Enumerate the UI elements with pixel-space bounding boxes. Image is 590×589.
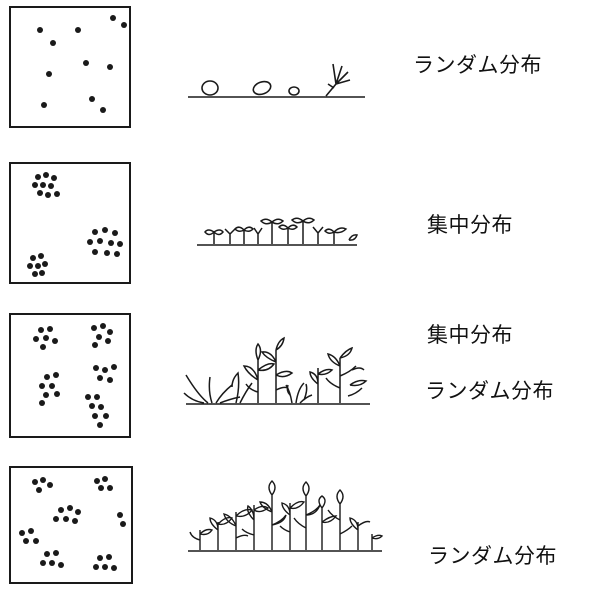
ground-scene-2 — [197, 218, 357, 245]
row-3-label-clumped: 集中分布 — [427, 319, 513, 349]
seedling — [326, 64, 350, 96]
quadrat-2 — [10, 163, 130, 283]
plants — [190, 481, 382, 550]
seed — [202, 81, 218, 95]
row-3-label-random: ランダム分布 — [425, 375, 554, 405]
seed — [289, 87, 299, 95]
row-4-label: ランダム分布 — [428, 540, 557, 570]
quadrat-3 — [10, 314, 130, 437]
plants — [184, 338, 366, 403]
ground-scene-3 — [184, 338, 370, 404]
individual-dots — [37, 15, 127, 113]
seed — [251, 79, 272, 96]
individual-dots — [19, 476, 126, 571]
quadrat-4 — [10, 467, 132, 583]
ground-scene-1 — [188, 64, 365, 97]
row-1-label: ランダム分布 — [413, 49, 542, 79]
quadrat-1 — [10, 7, 130, 127]
individual-dots — [27, 172, 123, 277]
seedlings — [205, 218, 357, 244]
individual-dots — [33, 323, 117, 428]
ground-scene-4 — [188, 481, 382, 551]
row-2-label: 集中分布 — [427, 209, 513, 239]
